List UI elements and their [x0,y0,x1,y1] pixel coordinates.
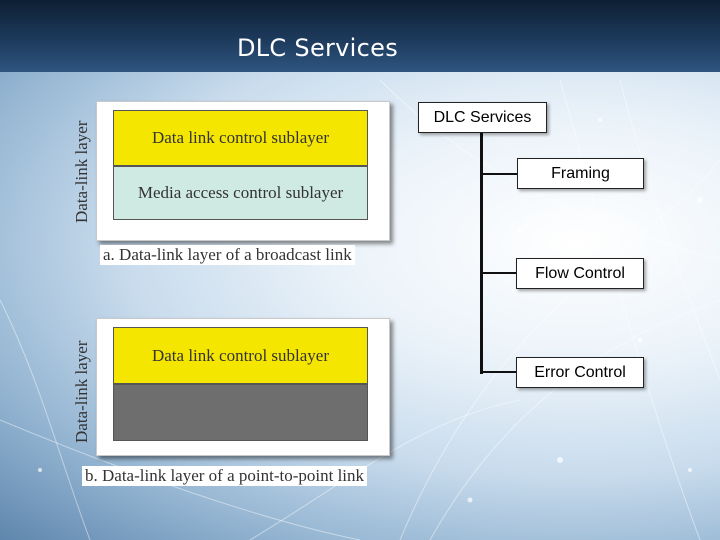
diagram-b-empty-sublayer [113,384,368,441]
title-bar [0,0,720,72]
tree-branch-error-control [480,371,516,373]
tree-branch-flow-control [480,272,516,274]
diagram-a-mac-sublayer: Media access control sublayer [113,166,368,220]
tree-branch-framing [480,173,518,175]
tree-node-flow-control: Flow Control [516,258,644,289]
diagram-b-side-label: Data-link layer [72,340,91,443]
diagram-b-dlc-sublayer: Data link control sublayer [113,327,368,384]
tree-node-framing: Framing [517,158,644,189]
diagram-a-dlc-sublayer: Data link control sublayer [113,110,368,166]
tree-node-error-control: Error Control [516,357,644,388]
diagram-a-caption: a. Data-link layer of a broadcast link [100,245,355,265]
diagram-b-caption: b. Data-link layer of a point-to-point l… [82,466,368,486]
slide-title-text: DLC Services [236,34,399,62]
tree-root-node: DLC Services [418,102,547,133]
slide-title: DLC Services [0,34,720,62]
diagram-a-side-label: Data-link layer [72,120,91,223]
tree-trunk-line [480,131,483,374]
